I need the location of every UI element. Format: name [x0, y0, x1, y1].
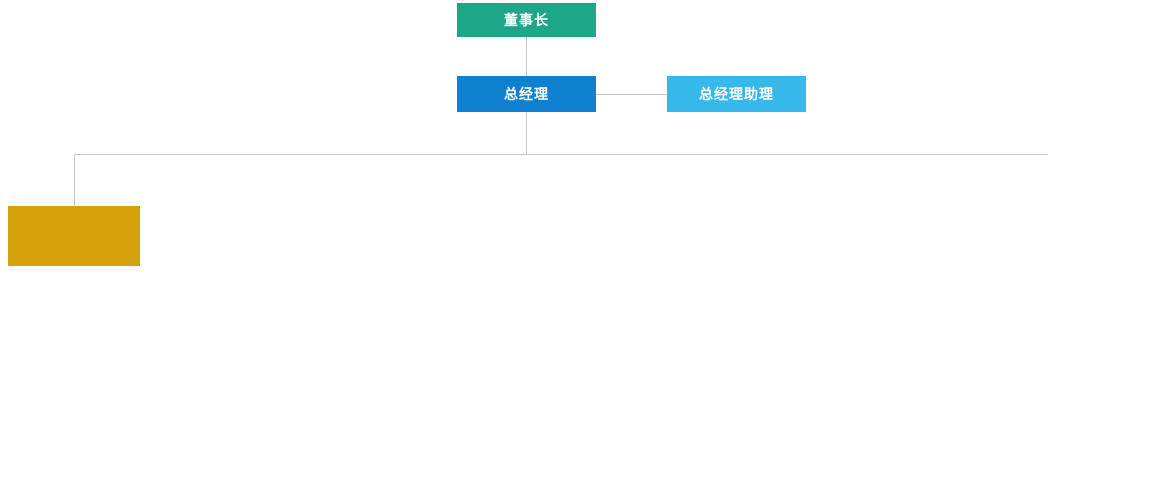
connector-gm-trunk [526, 112, 527, 154]
connector-chairman-gm [526, 37, 527, 76]
connector-branch-drop [74, 154, 75, 206]
node-gm-assistant: 总经理助理 [667, 76, 806, 112]
node-general-manager: 总经理 [457, 76, 596, 112]
connector-gm-assistant [596, 94, 667, 95]
connector-main-bar [74, 154, 1048, 155]
department-box [8, 206, 140, 266]
node-chairman: 董事长 [457, 3, 596, 37]
